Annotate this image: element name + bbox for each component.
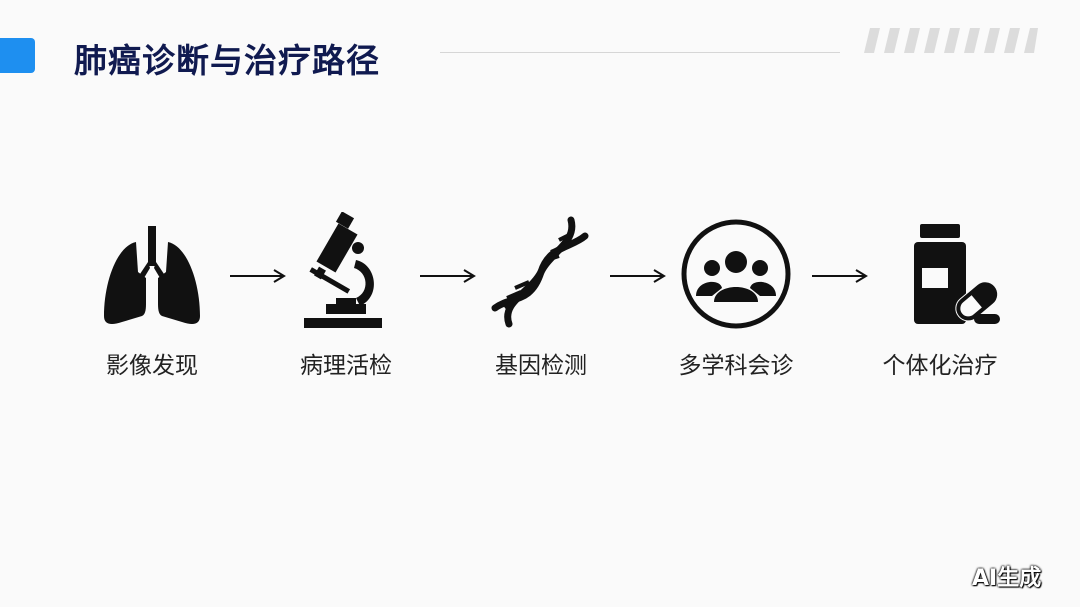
step-label: 基因检测 [495,353,587,379]
step-label: 个体化治疗 [882,353,998,379]
step-label: 影像发现 [106,353,198,379]
arrow-icon [230,269,286,283]
page-title: 肺癌诊断与治疗路径 [74,41,380,80]
title-accent-block [0,38,35,73]
step-personalized-treatment: 个体化治疗 [850,212,1030,380]
arrow-icon [610,269,666,283]
step-imaging: 影像发现 [62,212,242,380]
step-label: 病理活检 [300,353,392,379]
arrow-icon [812,269,868,283]
step-label: 多学科会诊 [678,353,794,379]
lungs-icon [104,226,200,324]
step-biopsy: 病理活检 [256,212,436,380]
ai-generated-watermark: AI生成 [972,566,1042,591]
step-mdt: 多学科会诊 [646,212,826,380]
microscope-icon [304,212,382,328]
dna-icon [491,216,589,328]
step-genetic-test: 基因检测 [451,212,631,380]
arrow-icon [420,269,476,283]
medicine-icon [914,224,1000,324]
group-icon [681,219,791,329]
decorative-stripes [864,28,1038,53]
title-divider [440,52,840,53]
